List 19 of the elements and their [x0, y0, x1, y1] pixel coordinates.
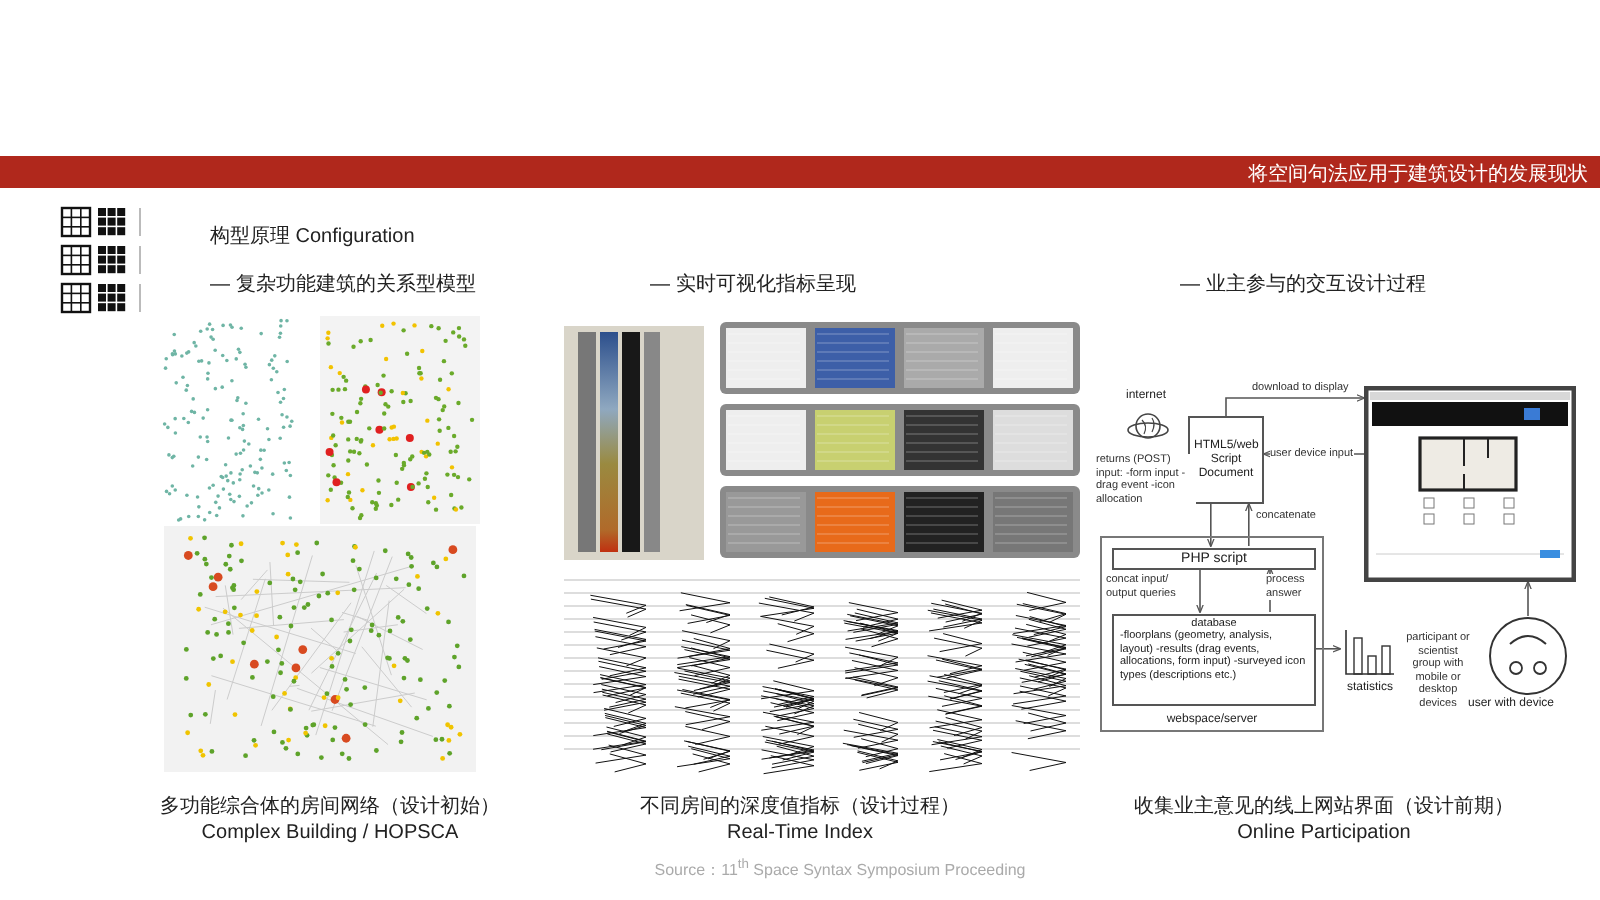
subheading: — 业主参与的交互设计过程 — [1180, 271, 1426, 298]
arrow — [1225, 394, 1366, 417]
arrow — [1313, 644, 1342, 653]
browser-window-drawing — [1364, 386, 1576, 582]
arrow — [1196, 567, 1204, 614]
arrow — [1206, 503, 1215, 548]
arrow — [1244, 502, 1253, 547]
figure-caption: Online Participation — [1237, 822, 1411, 844]
subheading: — 实时可视化指标呈现 — [650, 271, 856, 298]
figure-caption: 多功能综合体的房间网络（设计初始） — [160, 793, 500, 820]
figure-caption: Real-Time Index — [727, 822, 873, 844]
subheading: — 复杂功能建筑的关系型模型 — [210, 271, 476, 298]
arrow — [1524, 580, 1532, 617]
figure-caption: 收集业主意见的线上网站界面（设计前期） — [1134, 793, 1514, 820]
figure-caption: Complex Building / HOPSCA — [201, 822, 459, 844]
figure-caption: 不同房间的深度值指标（设计过程） — [640, 793, 960, 820]
slide-title: 将空间句法应用于建筑设计的发展现状 — [1248, 161, 1588, 188]
section-heading: 构型原理 Configuration — [210, 223, 415, 250]
source-note: Source：11$^{th}$ Space Syntax Symposium Proceeding — [654, 858, 1026, 882]
